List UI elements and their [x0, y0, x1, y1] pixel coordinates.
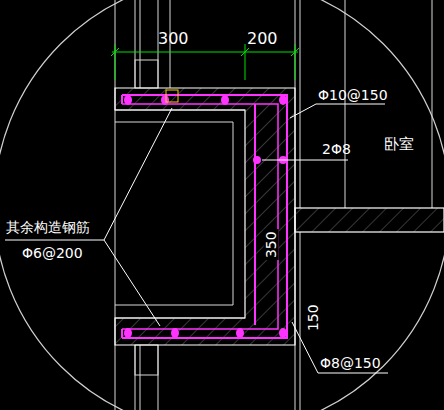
rebar-label: 2Φ8	[322, 142, 351, 157]
note-text: 其余构造钢筋	[6, 220, 90, 235]
dimension-text: 150	[305, 303, 320, 334]
rebar-label: Φ6@200	[22, 246, 83, 261]
rebar-label: Φ10@150	[318, 88, 388, 103]
dimension-text: 350	[263, 230, 278, 261]
room-label: 卧室	[384, 136, 414, 153]
dimension-text: 200	[247, 30, 278, 48]
rebar-label: Φ8@150	[320, 356, 381, 371]
dimension-text: 300	[158, 30, 189, 48]
